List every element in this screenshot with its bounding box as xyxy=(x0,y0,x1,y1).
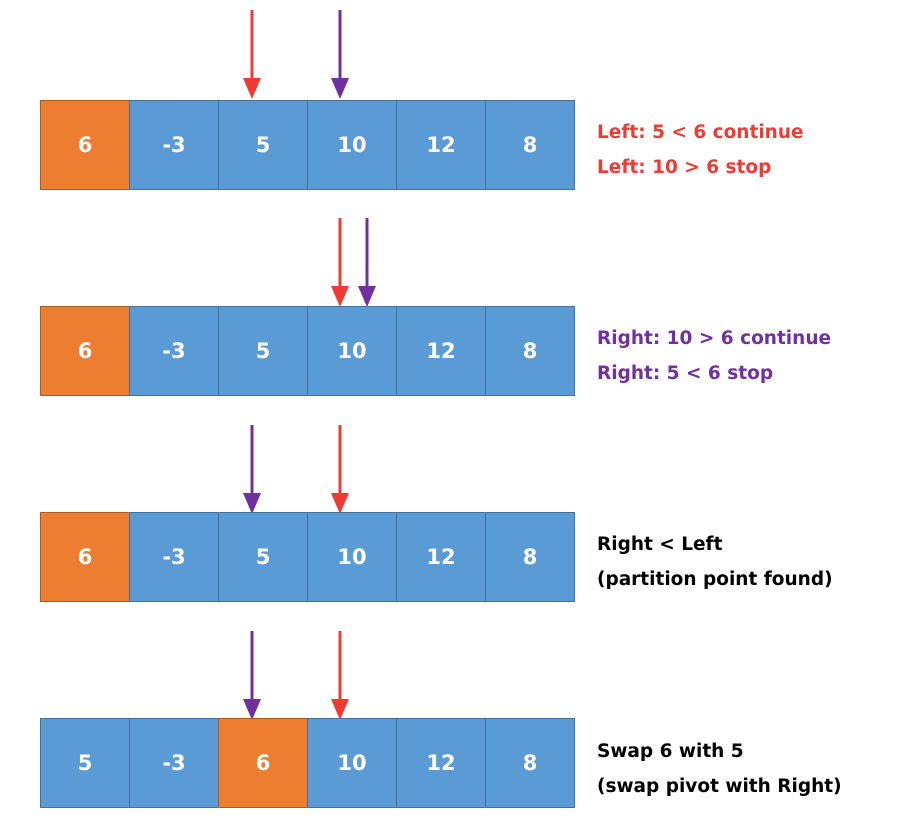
array-cell: 8 xyxy=(485,718,575,808)
array-cell-pivot: 6 xyxy=(40,512,130,602)
left-pointer-arrow xyxy=(240,10,264,100)
array-cell: 10 xyxy=(307,306,397,396)
array-row: 6 -3 5 10 12 8 xyxy=(40,100,575,190)
array-cell: -3 xyxy=(129,306,219,396)
right-pointer-arrow xyxy=(328,10,352,100)
note-line: Right < Left xyxy=(597,534,723,555)
array-cell-pivot: 6 xyxy=(40,306,130,396)
note-line: Swap 6 with 5 xyxy=(597,741,744,762)
array-row: 5 -3 6 10 12 8 xyxy=(40,718,575,808)
array-cell: 10 xyxy=(307,718,397,808)
array-cell: 5 xyxy=(218,512,308,602)
step-note: Right < Left (partition point found) xyxy=(597,527,833,597)
array-cell: 8 xyxy=(485,512,575,602)
array-cell-pivot: 6 xyxy=(40,100,130,190)
array-cell: 12 xyxy=(396,512,486,602)
step-note: Right: 10 > 6 continue Right: 5 < 6 stop xyxy=(597,321,831,391)
note-line: (partition point found) xyxy=(597,569,833,590)
array-cell: 8 xyxy=(485,100,575,190)
left-pointer-arrow xyxy=(328,425,352,515)
array-cell: 12 xyxy=(396,100,486,190)
array-cell: -3 xyxy=(129,718,219,808)
array-cell: 12 xyxy=(396,718,486,808)
note-line: (swap pivot with Right) xyxy=(597,776,842,797)
step-note: Left: 5 < 6 continue Left: 10 > 6 stop xyxy=(597,115,804,185)
note-line: Left: 10 > 6 stop xyxy=(597,157,772,178)
array-cell-pivot: 6 xyxy=(218,718,308,808)
array-row: 6 -3 5 10 12 8 xyxy=(40,512,575,602)
right-pointer-arrow xyxy=(240,631,264,721)
array-cell: 5 xyxy=(218,100,308,190)
right-pointer-arrow xyxy=(240,425,264,515)
left-pointer-arrow xyxy=(328,218,352,308)
array-cell: 10 xyxy=(307,100,397,190)
left-pointer-arrow xyxy=(328,631,352,721)
note-line: Left: 5 < 6 continue xyxy=(597,122,804,143)
array-cell: 5 xyxy=(218,306,308,396)
array-cell: 8 xyxy=(485,306,575,396)
right-pointer-arrow xyxy=(355,218,379,308)
step-note: Swap 6 with 5 (swap pivot with Right) xyxy=(597,734,842,804)
array-cell: 5 xyxy=(40,718,130,808)
note-line: Right: 10 > 6 continue xyxy=(597,328,832,349)
array-cell: -3 xyxy=(129,512,219,602)
array-cell: 10 xyxy=(307,512,397,602)
array-cell: 12 xyxy=(396,306,486,396)
array-row: 6 -3 5 10 12 8 xyxy=(40,306,575,396)
array-cell: -3 xyxy=(129,100,219,190)
note-line: Right: 5 < 6 stop xyxy=(597,363,774,384)
